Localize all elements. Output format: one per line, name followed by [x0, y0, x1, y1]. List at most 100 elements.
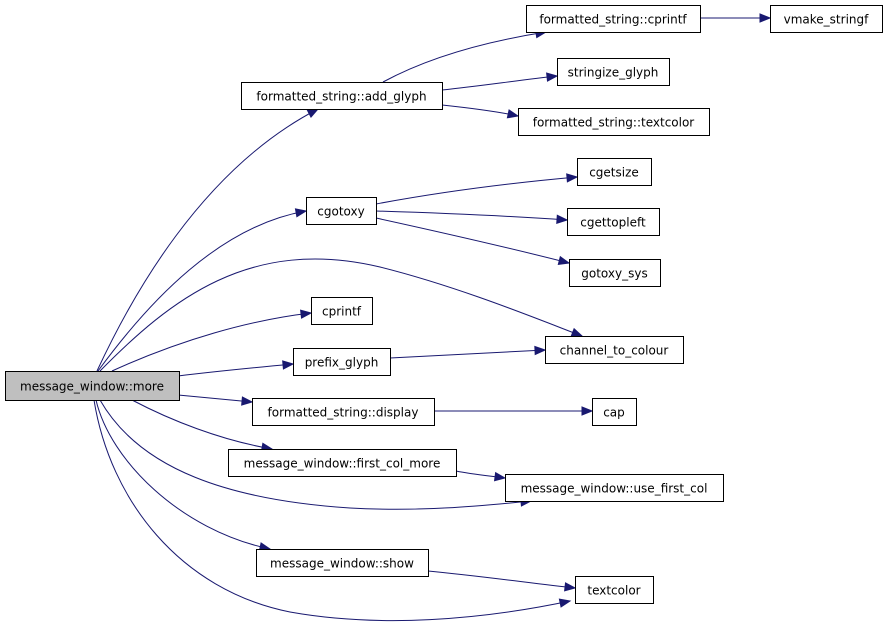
edge-root-to-first_col_more — [131, 399, 274, 452]
arrowhead-icon — [759, 13, 772, 23]
edge-line — [99, 258, 583, 372]
edge-line — [96, 108, 319, 372]
edges-layer — [93, 13, 772, 622]
edge-cgotoxy-to-cgettopleft — [375, 210, 569, 225]
node-label: message_window::show — [270, 557, 414, 571]
arrowhead-icon — [556, 214, 569, 225]
edge-cgotoxy-to-cgetsize — [375, 173, 579, 205]
edge-add_glyph-to-stringize_glyph — [441, 72, 559, 91]
edge-root-to-textcolor — [93, 399, 572, 622]
node-prefix-glyph[interactable]: prefix_glyph — [293, 348, 391, 376]
edge-line — [99, 399, 532, 510]
node-label: message_window::first_col_more — [244, 457, 441, 471]
edge-line — [382, 31, 547, 83]
edge-line — [441, 75, 558, 91]
node-box — [228, 449, 457, 477]
node-stringize-glyph[interactable]: stringize_glyph — [557, 58, 670, 86]
edge-root-to-add_glyph — [96, 108, 320, 372]
arrowhead-icon — [294, 208, 308, 218]
node-vmake-stringf[interactable]: vmake_stringf — [770, 5, 883, 33]
node-box — [252, 398, 435, 426]
node-cap[interactable]: cap — [592, 398, 637, 426]
node-label: cgettopleft — [580, 216, 646, 230]
node-box — [306, 197, 377, 225]
node-box — [569, 259, 661, 287]
node-label: formatted_string::display — [268, 406, 419, 420]
edge-line — [427, 570, 576, 589]
node-use-first-col[interactable]: message_window::use_first_col — [505, 474, 724, 502]
node-box — [505, 474, 724, 502]
arrowhead-icon — [300, 309, 313, 319]
node-box — [311, 297, 373, 325]
edge-root-to-cgotoxy — [97, 208, 308, 372]
node-cgotoxy[interactable]: cgotoxy — [306, 197, 377, 225]
arrowhead-icon — [564, 582, 577, 592]
edge-root-to-cprintf — [111, 309, 313, 372]
arrowhead-icon — [282, 360, 295, 370]
node-label: gotoxy_sys — [581, 267, 647, 281]
node-label: message_window::more — [20, 380, 164, 394]
edge-line — [375, 217, 570, 264]
node-box — [592, 398, 637, 426]
edge-prefix_glyph-to-channel_to_colour — [389, 345, 547, 359]
node-first-col-more[interactable]: message_window::first_col_more — [228, 449, 457, 477]
node-label: prefix_glyph — [305, 356, 379, 370]
node-label: cap — [603, 406, 625, 420]
edge-show-to-textcolor — [427, 570, 577, 592]
edge-line — [97, 210, 307, 372]
node-channel-to-colour[interactable]: channel_to_colour — [545, 336, 684, 364]
node-label: formatted_string::cprintf — [539, 13, 687, 27]
arrowhead-icon — [581, 406, 594, 416]
node-cgettopleft[interactable]: cgettopleft — [567, 208, 660, 236]
node-root[interactable]: message_window::more — [5, 371, 180, 401]
edge-root-to-display — [177, 394, 254, 406]
node-box — [5, 371, 180, 401]
node-textcolor-fs[interactable]: formatted_string::textcolor — [518, 108, 710, 136]
edge-line — [375, 210, 568, 221]
node-show[interactable]: message_window::show — [256, 549, 429, 577]
arrowhead-icon — [566, 173, 579, 183]
arrowhead-icon — [557, 255, 571, 266]
node-box — [293, 348, 391, 376]
arrowhead-icon — [241, 396, 254, 406]
nodes-layer: message_window::more formatted_string::ad… — [5, 5, 883, 604]
edge-line — [111, 312, 312, 372]
node-box — [575, 576, 654, 604]
node-label: cprintf — [322, 305, 362, 319]
node-textcolor[interactable]: textcolor — [575, 576, 654, 604]
node-label: formatted_string::add_glyph — [256, 90, 426, 104]
node-box — [518, 108, 710, 136]
node-display[interactable]: formatted_string::display — [252, 398, 435, 426]
node-gotoxy-sys[interactable]: gotoxy_sys — [569, 259, 661, 287]
edge-line — [177, 394, 253, 403]
node-label: vmake_stringf — [784, 13, 869, 27]
edge-add_glyph-to-cprintf_fs — [382, 28, 548, 83]
node-label: textcolor — [587, 584, 640, 598]
arrowhead-icon — [306, 108, 320, 119]
node-box — [545, 336, 684, 364]
arrowhead-icon — [534, 345, 547, 356]
node-cprintf-fs[interactable]: formatted_string::cprintf — [526, 5, 701, 33]
node-cgetsize[interactable]: cgetsize — [577, 158, 652, 186]
edge-line — [131, 399, 273, 450]
edge-cgotoxy-to-gotoxy_sys — [375, 217, 571, 266]
node-label: channel_to_colour — [560, 344, 669, 358]
edge-cprintf_fs-to-vmake_stringf — [700, 13, 772, 23]
node-add-glyph[interactable]: formatted_string::add_glyph — [241, 82, 443, 110]
edge-root-to-prefix_glyph — [177, 360, 295, 377]
node-box — [526, 5, 701, 33]
node-label: cgotoxy — [317, 205, 364, 219]
arrowhead-icon — [570, 327, 584, 337]
node-box — [567, 208, 660, 236]
edge-line — [389, 349, 546, 359]
arrowhead-icon — [493, 471, 507, 482]
node-label: cgetsize — [589, 166, 639, 180]
edge-line — [375, 176, 578, 205]
node-cprintf[interactable]: cprintf — [311, 297, 373, 325]
node-box — [241, 82, 443, 110]
node-box — [557, 58, 670, 86]
edge-display-to-cap — [433, 406, 594, 416]
arrowhead-icon — [546, 72, 559, 82]
arrowhead-icon — [506, 109, 520, 119]
